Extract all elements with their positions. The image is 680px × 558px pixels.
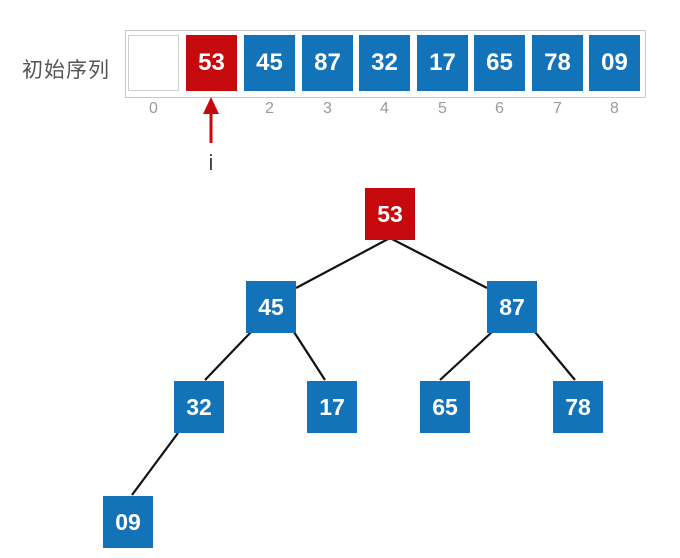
array-index-3: 3 xyxy=(323,100,332,117)
tree-node-09: 09 xyxy=(103,496,153,548)
array-cell-4: 32 xyxy=(359,35,410,91)
array-cell-3: 87 xyxy=(302,35,353,91)
edge-53-87 xyxy=(389,237,488,289)
edge-53-45 xyxy=(295,237,391,289)
tree-node-17: 17 xyxy=(307,381,357,433)
array-cell-8: 09 xyxy=(589,35,640,91)
array-index-5: 5 xyxy=(438,100,447,117)
tree-node-32: 32 xyxy=(174,381,224,433)
array-index-6: 6 xyxy=(495,100,504,117)
array-cell-7: 78 xyxy=(532,35,583,91)
edge-87-78 xyxy=(534,331,576,381)
tree-node-65: 65 xyxy=(420,381,470,433)
array-index-8: 8 xyxy=(610,100,619,117)
array-cell-0 xyxy=(128,35,179,91)
edge-87-65 xyxy=(439,331,493,381)
edge-45-17 xyxy=(293,331,326,381)
array-index-2: 2 xyxy=(265,100,274,117)
array-index-7: 7 xyxy=(553,100,562,117)
tree-node-53: 53 xyxy=(365,188,415,240)
array-cell-1: 53 xyxy=(186,35,237,91)
pointer-label: i xyxy=(208,150,214,175)
row-label: 初始序列 xyxy=(22,58,110,82)
array-index-4: 4 xyxy=(380,100,389,117)
tree-node-45: 45 xyxy=(246,281,296,333)
array-cell-6: 65 xyxy=(474,35,525,91)
edge-45-32 xyxy=(204,331,252,381)
tree-node-87: 87 xyxy=(487,281,537,333)
array-cell-2: 45 xyxy=(244,35,295,91)
edge-32-09 xyxy=(131,432,179,496)
tree-node-78: 78 xyxy=(553,381,603,433)
array-cell-5: 17 xyxy=(417,35,468,91)
pointer-arrow-head xyxy=(203,97,219,114)
pointer-arrow xyxy=(203,97,219,143)
array-index-0: 0 xyxy=(149,100,158,117)
